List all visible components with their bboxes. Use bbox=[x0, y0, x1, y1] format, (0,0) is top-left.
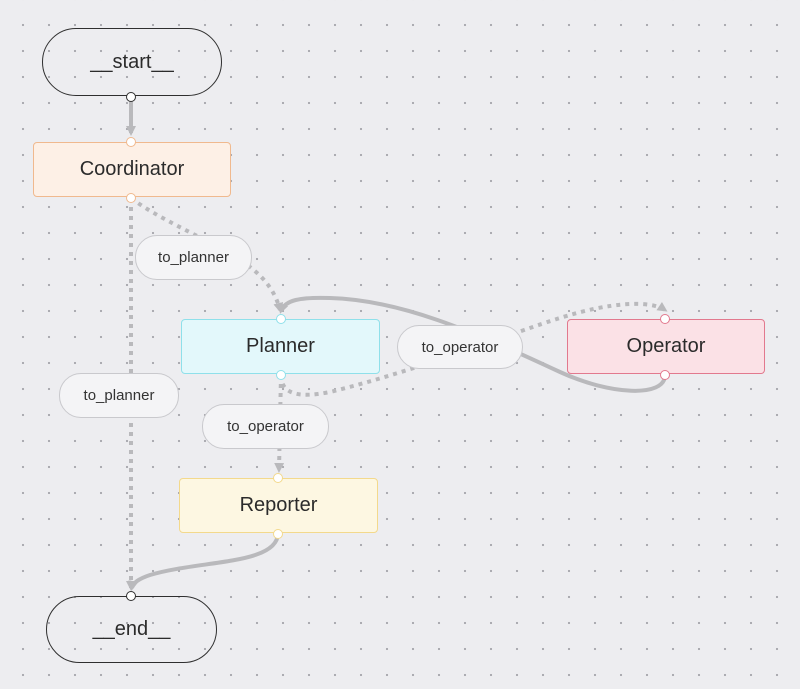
start-node-label: __start__ bbox=[90, 50, 174, 73]
end-top-handle[interactable] bbox=[126, 591, 136, 601]
operator-node-label: Operator bbox=[626, 335, 706, 357]
operator-top-handle[interactable] bbox=[660, 314, 670, 324]
edge-reporter-end bbox=[128, 532, 280, 591]
planner-node[interactable]: Planner bbox=[181, 319, 380, 374]
coordinator-node[interactable]: Coordinator bbox=[33, 142, 231, 197]
planner-bottom-handle[interactable] bbox=[276, 370, 286, 380]
edge-label-planner-operator[interactable]: to_operator bbox=[397, 325, 523, 369]
start-node[interactable]: __start__ bbox=[42, 28, 222, 96]
end-node[interactable]: __end__ bbox=[46, 596, 217, 663]
operator-node[interactable]: Operator bbox=[567, 319, 765, 374]
edge-label-planner-reporter[interactable]: to_operator bbox=[202, 404, 329, 449]
start-bottom-handle[interactable] bbox=[126, 92, 136, 102]
reporter-bottom-handle[interactable] bbox=[273, 529, 283, 539]
reporter-node-label: Reporter bbox=[239, 494, 318, 516]
coordinator-node-label: Coordinator bbox=[79, 158, 185, 180]
edge-label-coordinator-planner[interactable]: to_planner bbox=[135, 235, 252, 280]
planner-top-handle[interactable] bbox=[276, 314, 286, 324]
coordinator-top-handle[interactable] bbox=[126, 137, 136, 147]
operator-bottom-handle[interactable] bbox=[660, 370, 670, 380]
planner-node-label: Planner bbox=[246, 335, 315, 357]
reporter-node[interactable]: Reporter bbox=[179, 478, 378, 533]
reporter-top-handle[interactable] bbox=[273, 473, 283, 483]
coordinator-bottom-handle[interactable] bbox=[126, 193, 136, 203]
edge-label-coordinator-end[interactable]: to_planner bbox=[59, 373, 179, 418]
end-node-label: __end__ bbox=[92, 618, 171, 640]
